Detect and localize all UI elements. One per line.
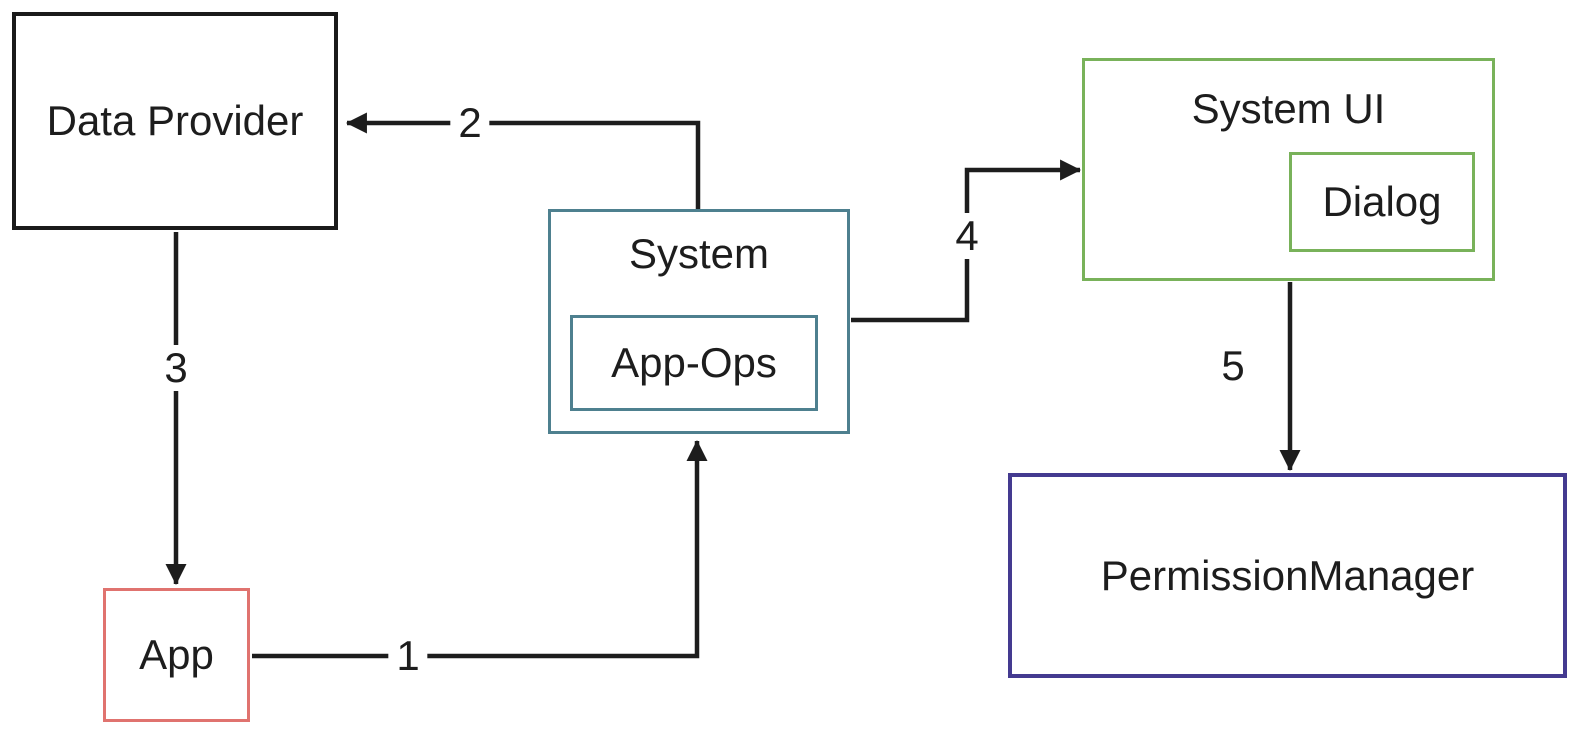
node-dialog-label: Dialog [1322, 178, 1442, 225]
node-system-label: System [628, 230, 770, 277]
node-permission-manager-label: PermissionManager [1100, 551, 1475, 599]
node-system-ui-label: System UI [1191, 85, 1386, 132]
edge-5-number: 5 [1213, 343, 1253, 389]
edge-1-app-to-system [252, 439, 708, 659]
node-dialog: Dialog [1289, 152, 1475, 252]
edge-4-number: 4 [947, 213, 987, 259]
edge-2-system-to-data-provider [345, 112, 701, 210]
node-app: App [103, 588, 250, 722]
node-data-provider: Data Provider [12, 12, 338, 230]
edge-2-number: 2 [450, 100, 490, 146]
node-system: System App-Ops [548, 209, 850, 434]
node-app-label: App [139, 631, 214, 678]
edge-3-number: 3 [156, 345, 196, 391]
node-permission-manager: PermissionManager [1008, 473, 1567, 678]
edge-1-number: 1 [388, 633, 428, 679]
node-data-provider-label: Data Provider [46, 97, 304, 144]
node-system-ui: System UI Dialog [1082, 58, 1495, 281]
node-app-ops: App-Ops [570, 315, 818, 411]
node-app-ops-label: App-Ops [611, 339, 777, 386]
